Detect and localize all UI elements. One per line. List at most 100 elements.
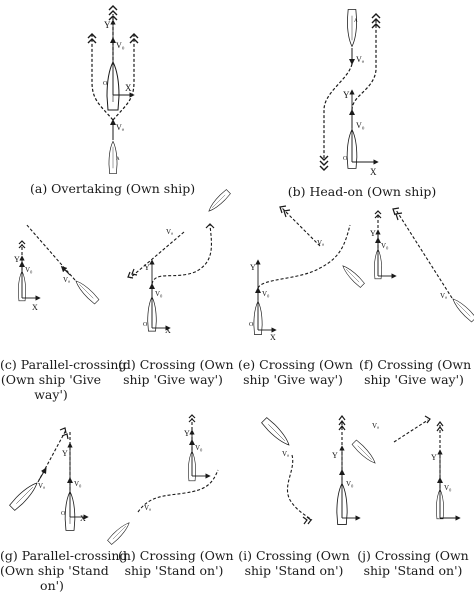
origin-label: O xyxy=(103,81,108,87)
origin-label: O xyxy=(143,322,148,328)
target-path xyxy=(281,207,321,247)
origin-label: O xyxy=(61,511,66,517)
label-v0: V₀ xyxy=(262,290,270,298)
caption-b: (b) Head-on (Own ship) xyxy=(282,184,442,199)
target-path xyxy=(137,469,219,513)
axes xyxy=(19,255,41,301)
axes xyxy=(110,19,135,98)
axis-y-label: Y xyxy=(332,451,338,460)
axes xyxy=(339,445,361,521)
caption-f-line2: ship 'Give way') xyxy=(364,372,464,387)
panel-e-crossing-give-way: V₀ Y X O Vₐ xyxy=(249,205,366,342)
axis-x-label: X xyxy=(32,303,38,312)
label-v0: V₀ xyxy=(444,484,452,492)
label-v0: V₀ xyxy=(346,480,354,488)
axes xyxy=(149,259,171,331)
target-chevrons xyxy=(319,155,329,171)
caption-i-line1: (i) Crossing (Own xyxy=(238,548,350,563)
label-v0: V₀ xyxy=(155,290,163,298)
label-va: Vₐ xyxy=(166,228,173,236)
own-ship-chevrons xyxy=(436,421,444,432)
target-path xyxy=(395,209,453,299)
panel-j-crossing-stand-on: V₀ Y Vₐ xyxy=(351,415,461,521)
panel-b-head-on: A Vₐ V₀ Y X O xyxy=(319,9,381,177)
caption-c-line2: (Own ship 'Give xyxy=(0,372,102,387)
velocity-arrow-va xyxy=(38,467,47,481)
ship-a-label: A xyxy=(354,19,358,24)
caption-c: (c) Parallel-crossing (Own ship 'Give wa… xyxy=(0,357,126,402)
axis-x-label: X xyxy=(80,514,86,523)
label-va: Vₐ xyxy=(372,422,379,430)
target-chevrons xyxy=(59,427,69,440)
caption-i-line2: ship 'Stand on') xyxy=(244,563,344,578)
target-chevrons xyxy=(279,205,291,218)
axis-y-label: Y xyxy=(62,449,68,458)
axes xyxy=(255,259,277,333)
target-ship xyxy=(260,416,293,449)
axis-y-label: Y xyxy=(370,229,376,238)
target-ship xyxy=(206,188,232,214)
panel-i-crossing-stand-on: V₀ Y Vₐ xyxy=(260,415,361,526)
caption-g-line3: on') xyxy=(40,578,64,593)
caption-g-line1: (g) Parallel-crossing xyxy=(0,548,128,563)
axis-x-label: X xyxy=(165,326,171,335)
axis-y-label: Y xyxy=(144,263,150,272)
caption-d: (d) Crossing (Own ship 'Give way') xyxy=(118,357,234,387)
target-path xyxy=(393,419,429,443)
target-ship xyxy=(449,295,474,323)
axis-x-label: X xyxy=(270,333,276,342)
axis-y-label: Y xyxy=(343,90,350,100)
axes xyxy=(67,442,89,520)
own-ship-chevrons xyxy=(338,415,346,431)
caption-j-line2: ship 'Stand on') xyxy=(363,563,463,578)
label-va: Vₐ xyxy=(38,482,45,490)
origin-label: O xyxy=(343,156,348,162)
label-va: Vₐ xyxy=(282,450,289,458)
axis-y-label: Y xyxy=(431,453,437,462)
caption-e-line1: (e) Crossing (Own xyxy=(238,357,353,372)
axes xyxy=(375,229,397,279)
caption-e-line2: ship 'Give way') xyxy=(243,372,343,387)
target-chevrons xyxy=(392,207,403,221)
own-ship-course xyxy=(257,224,351,289)
axis-x-label: X xyxy=(125,83,132,93)
axes xyxy=(437,449,461,521)
own-ship-chevrons xyxy=(371,13,381,29)
own-ship-course xyxy=(151,224,212,285)
own-ship-chevrons xyxy=(188,414,196,423)
panel-f-crossing-give-way: V₀ Y Vₐ xyxy=(370,207,474,323)
label-v0: V₀ xyxy=(74,480,82,488)
caption-f-line1: (f) Crossing (Own xyxy=(359,357,472,372)
label-va: Vₐ xyxy=(356,55,365,64)
panel-a-overtaking: Y X O V₀ A Vₐ xyxy=(87,5,139,175)
caption-g: (g) Parallel-crossing (Own ship 'Stand o… xyxy=(0,548,128,593)
target-path xyxy=(323,63,353,158)
origin-label: O xyxy=(249,322,254,328)
panel-c-parallel-crossing-give-way: V₀ Y X Vₐ xyxy=(14,223,100,312)
target-chevrons xyxy=(302,516,312,525)
label-va: Vₐ xyxy=(63,276,70,284)
own-ship-chevrons xyxy=(18,240,26,249)
caption-i: (i) Crossing (Own ship 'Stand on') xyxy=(238,548,350,578)
label-va: Vₐ xyxy=(317,239,324,247)
own-ship-chevrons xyxy=(374,210,382,219)
caption-b-text: (b) Head-on (Own ship) xyxy=(287,184,437,199)
target-path xyxy=(25,223,76,281)
caption-a: (a) Overtaking (Own ship) xyxy=(30,181,195,196)
caption-j: (j) Crossing (Own ship 'Stand on') xyxy=(356,548,470,578)
own-ship-chevrons xyxy=(108,5,118,21)
caption-e: (e) Crossing (Own ship 'Give way') xyxy=(238,357,353,387)
axis-y-label: Y xyxy=(104,20,111,30)
target-ship xyxy=(106,520,132,546)
axes xyxy=(349,89,379,165)
label-v0: V₀ xyxy=(195,444,203,452)
caption-g-line2: (Own ship 'Stand xyxy=(0,563,109,578)
caption-h-line2: ship 'Stand on') xyxy=(124,563,224,578)
caption-a-text: (a) Overtaking (Own ship) xyxy=(30,181,196,196)
caption-d-line2: ship 'Give way') xyxy=(123,372,223,387)
panel-h-crossing-stand-on: V₀ Y Vₐ xyxy=(106,414,219,546)
target-path xyxy=(129,231,185,279)
axis-y-label: Y xyxy=(14,255,20,264)
target-ship xyxy=(72,277,100,305)
